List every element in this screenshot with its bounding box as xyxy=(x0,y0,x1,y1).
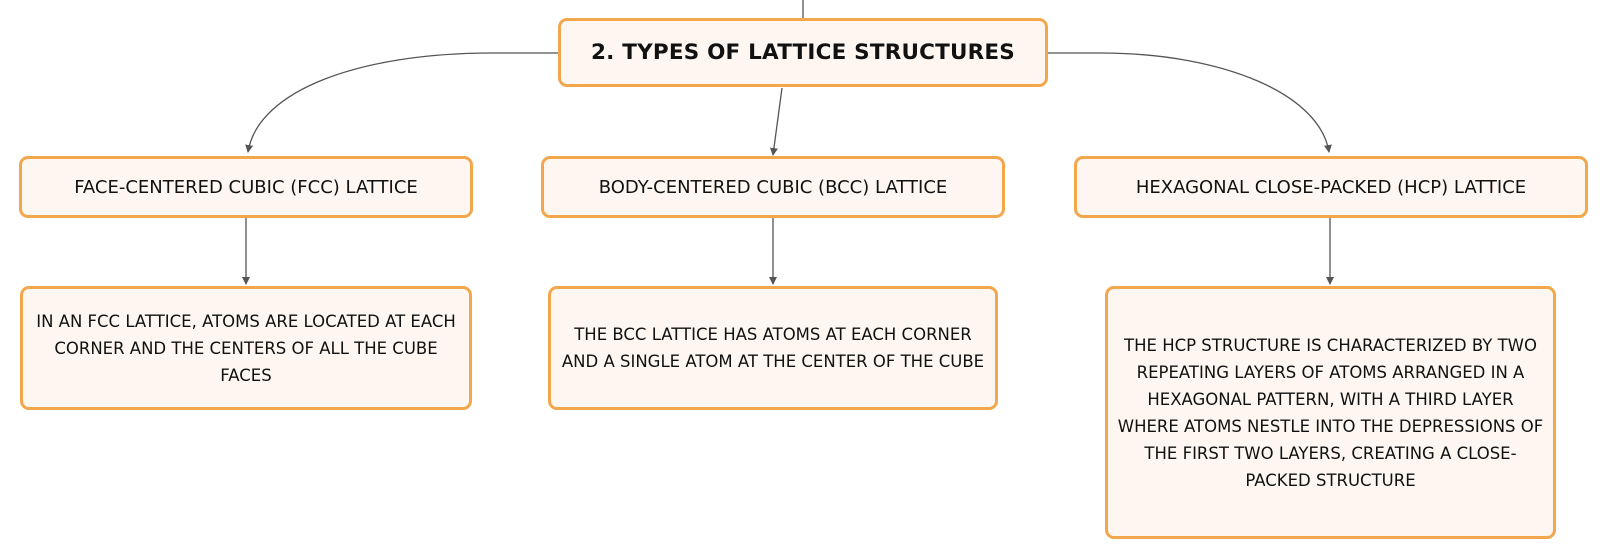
bcc-description-text: THE BCC LATTICE HAS ATOMS AT EACH CORNER… xyxy=(561,325,985,371)
fcc-description-text: IN AN FCC LATTICE, ATOMS ARE LOCATED AT … xyxy=(36,311,456,385)
leaf-node-fcc-description[interactable]: IN AN FCC LATTICE, ATOMS ARE LOCATED AT … xyxy=(20,286,472,410)
branch-node-fcc-label: FACE-CENTERED CUBIC (FCC) LATTICE xyxy=(74,176,418,198)
branch-node-bcc[interactable]: BODY-CENTERED CUBIC (BCC) LATTICE xyxy=(541,156,1005,218)
connector-root-to-hcp xyxy=(1048,52,1332,153)
root-node-lattice-types[interactable]: 2. TYPES OF LATTICE STRUCTURES xyxy=(558,18,1048,87)
connector-root-to-bcc xyxy=(769,87,783,156)
leaf-node-bcc-description[interactable]: THE BCC LATTICE HAS ATOMS AT EACH CORNER… xyxy=(548,286,998,410)
branch-node-hcp-label: HEXAGONAL CLOSE-PACKED (HCP) LATTICE xyxy=(1135,176,1527,198)
leaf-node-hcp-description[interactable]: THE HCP STRUCTURE IS CHARACTERIZED BY TW… xyxy=(1105,286,1556,539)
root-node-label: 2. TYPES OF LATTICE STRUCTURES xyxy=(591,40,1015,65)
branch-node-bcc-label: BODY-CENTERED CUBIC (BCC) LATTICE xyxy=(598,176,948,198)
branch-node-fcc[interactable]: FACE-CENTERED CUBIC (FCC) LATTICE xyxy=(19,156,473,218)
hcp-description-text: THE HCP STRUCTURE IS CHARACTERIZED BY TW… xyxy=(1117,335,1544,490)
branch-node-hcp[interactable]: HEXAGONAL CLOSE-PACKED (HCP) LATTICE xyxy=(1074,156,1588,218)
connector-root-to-fcc xyxy=(245,52,558,153)
